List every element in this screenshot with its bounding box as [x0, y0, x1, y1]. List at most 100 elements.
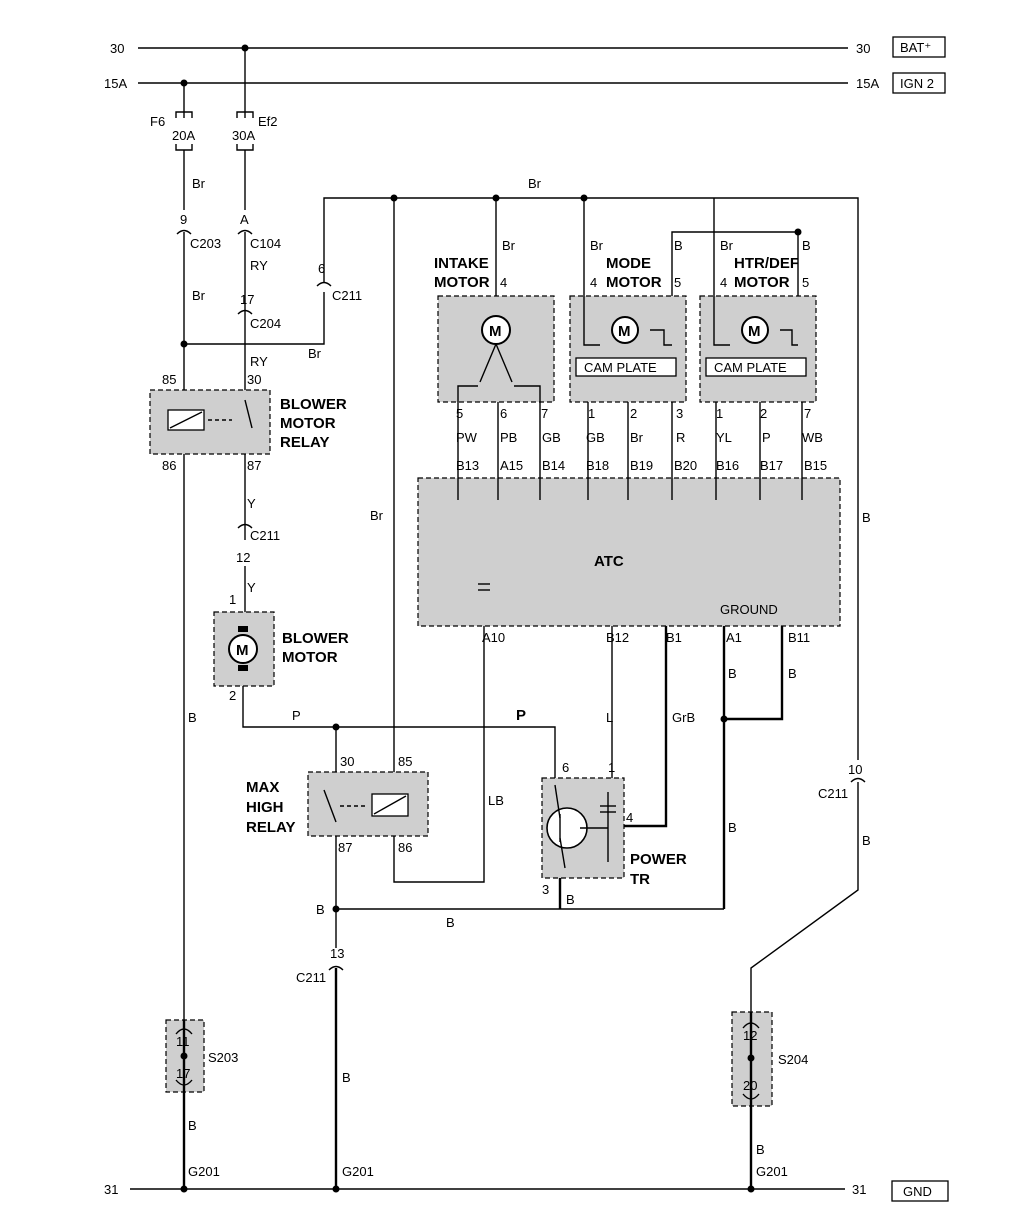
ign-rail-num-right: 15A [856, 76, 879, 91]
pin-label: 4 [590, 275, 597, 290]
pin-label: 85 [162, 372, 176, 387]
wire-label-grb: GrB [672, 710, 695, 725]
pin-label: 7 [541, 406, 548, 421]
pin-label: 2 [630, 406, 637, 421]
wire-label-b: B [788, 666, 797, 681]
wire-label-b: B [446, 915, 455, 930]
wire-label-br: Br [528, 176, 542, 191]
connector-c211: C211 [296, 970, 326, 985]
blower-relay-title: RELAY [280, 434, 329, 451]
wire-label-b: B [728, 820, 737, 835]
pin-label: 13 [330, 946, 344, 961]
pin-label: B16 [716, 458, 739, 473]
atc-module: ATC GROUND A10 B12 B1 A1 B11 [417, 477, 841, 645]
blower-relay-title: BLOWER [280, 396, 347, 413]
pin-label: 2 [229, 688, 236, 703]
pin-label: B20 [674, 458, 697, 473]
connector-c211: C211 [250, 528, 280, 543]
motor-signal-wires [457, 402, 803, 500]
motor-symbol: M [236, 642, 249, 659]
pin-label: 86 [398, 840, 412, 855]
fuse-ef2: Ef2 30A [232, 48, 278, 210]
wire-label-lb: LB [488, 793, 504, 808]
pin-label: B18 [586, 458, 609, 473]
wire-label-br: Br [590, 238, 604, 253]
bat-rail-num-right: 30 [856, 41, 870, 56]
wire-label-p: P [762, 430, 771, 445]
wire-label-b: B [862, 833, 871, 848]
blower-motor-title: BLOWER [282, 630, 349, 647]
fuse-f6: F6 20A [150, 83, 195, 210]
pin-label: 3 [676, 406, 683, 421]
pin-label: 1 [716, 406, 723, 421]
blower-motor: 1 M 2 BLOWER MOTOR [213, 592, 349, 703]
pin-label: 12 [236, 550, 250, 565]
htr-def-motor-title: HTR/DEF [734, 255, 799, 272]
wire-label-b: B [342, 1070, 351, 1085]
mode-motor: 4 MODE MOTOR 5 M CAM PLATE 1 2 3 [569, 255, 687, 421]
pin-label: 5 [802, 275, 809, 290]
pin-label: B14 [542, 458, 565, 473]
pin-label: 10 [848, 762, 862, 777]
wire-label-br: Br [370, 508, 384, 523]
ground-g201: G201 [756, 1164, 788, 1179]
pin-label: 6 [562, 760, 569, 775]
intake-motor: INTAKE MOTOR 4 M 5 6 7 [434, 255, 555, 421]
wire-label-y: Y [247, 580, 256, 595]
motor-symbol: M [489, 323, 502, 340]
pin-label: 5 [674, 275, 681, 290]
wire-label-l: L [606, 710, 613, 725]
cam-plate-label: CAM PLATE [584, 360, 657, 375]
atc-title: ATC [594, 553, 624, 570]
wire-label-b: B [728, 666, 737, 681]
wire-label-br: Br [192, 288, 206, 303]
ign-rail-num-left: 15A [104, 76, 127, 91]
pin-label: 2 [760, 406, 767, 421]
pin-label: 5 [456, 406, 463, 421]
connector-c211: C211 [332, 288, 362, 303]
pin-label: 6 [318, 261, 325, 276]
gnd-label: GND [903, 1184, 932, 1199]
motor-symbol: M [618, 323, 631, 340]
pin-label: B13 [456, 458, 479, 473]
pin-label: B1 [666, 630, 682, 645]
pin-label: A1 [726, 630, 742, 645]
pin-label: B15 [804, 458, 827, 473]
connector-c204: C204 [250, 316, 281, 331]
splice-s203: 11 17 S203 [165, 1019, 238, 1093]
pin-label: 87 [247, 458, 261, 473]
rail-bat: 30 30 BAT⁺ [110, 36, 946, 58]
pin-label: 9 [180, 212, 187, 227]
pin-label: A10 [482, 630, 505, 645]
pin-label: 11 [176, 1034, 190, 1049]
pin-label: 3 [542, 882, 549, 897]
intake-motor-title: MOTOR [434, 274, 490, 291]
pin-label: B19 [630, 458, 653, 473]
atc-ground-label: GROUND [720, 602, 778, 617]
splice-s203-label: S203 [208, 1050, 238, 1065]
wire-label-br: Br [192, 176, 206, 191]
mode-motor-title: MODE [606, 255, 651, 272]
wire-label-b: B [802, 238, 811, 253]
wire-label-ry: RY [250, 258, 268, 273]
pin-label: 1 [229, 592, 236, 607]
pin-label: 30 [247, 372, 261, 387]
wire-label-ry: RY [250, 354, 268, 369]
power-tr-title: TR [630, 871, 650, 888]
max-high-relay-title: RELAY [246, 819, 295, 836]
wire-label-b: B [188, 1118, 197, 1133]
cam-plate-label: CAM PLATE [714, 360, 787, 375]
wire-label-br: Br [720, 238, 734, 253]
wire-label-wb: WB [802, 430, 823, 445]
max-high-relay-title: HIGH [246, 799, 284, 816]
connector-c104: C104 [250, 236, 281, 251]
wire-label-br: Br [308, 346, 322, 361]
ground-g201: G201 [188, 1164, 220, 1179]
pin-label: 1 [588, 406, 595, 421]
pin-label: 87 [338, 840, 352, 855]
fuse-ef2-name: Ef2 [258, 114, 278, 129]
pin-label: 4 [500, 275, 507, 290]
splice-s204: 12 20 S204 [731, 1011, 808, 1107]
mode-motor-title: MOTOR [606, 274, 662, 291]
